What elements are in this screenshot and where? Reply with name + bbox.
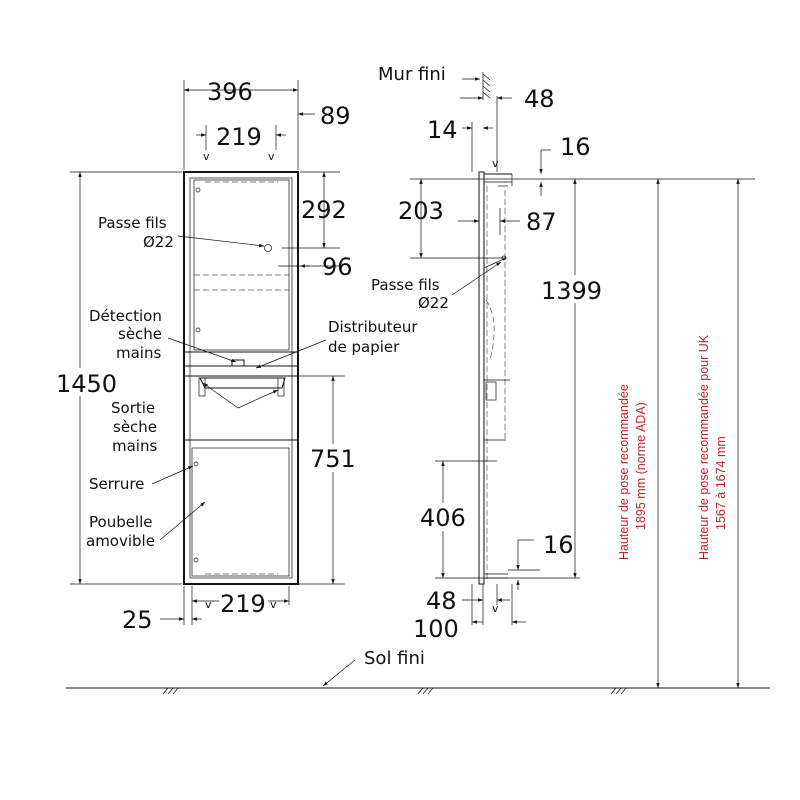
side-view: Mur fini 48 14 v 16 (371, 64, 755, 643)
dim-bottom-offset: 25 (122, 606, 153, 634)
label-finished-wall: Mur fini (378, 64, 446, 85)
label-paper-dispenser: Distributeur (328, 318, 418, 336)
dim-front-depth: 89 (320, 102, 351, 130)
dim-front-inner-width-top: 219 (216, 123, 262, 151)
hand-dryer-sensor (231, 359, 245, 367)
label-dryer-outlet-2: sèche (113, 418, 157, 436)
label-detection-3: mains (116, 344, 161, 362)
v-mark: v (205, 598, 212, 611)
dim-wire-pass-offset: 96 (322, 253, 353, 281)
dim-side-87: 87 (526, 208, 557, 236)
label-dryer-outlet: Sortie (111, 399, 155, 417)
dim-side-100: 100 (413, 615, 459, 643)
wire-pass-hole (264, 244, 272, 252)
dim-wire-pass-height: 292 (301, 196, 347, 224)
dispenser-door (193, 179, 290, 351)
dim-side-16-bottom: 16 (543, 531, 574, 559)
dim-side-203: 203 (398, 197, 444, 225)
finished-floor: Sol fini (66, 648, 770, 695)
front-outer-frame (183, 171, 299, 585)
mounting-heights: Hauteur de pose recommandée 1895 mm (nor… (617, 179, 740, 688)
label-wire-pass-diameter: Ø22 (143, 233, 174, 251)
dim-front-height: 1450 (56, 370, 117, 398)
dim-side-1399: 1399 (541, 277, 602, 305)
label-detection: Détection (89, 307, 162, 325)
label-side-wire-pass: Passe fils (371, 276, 440, 294)
label-dryer-outlet-3: mains (112, 437, 157, 455)
dim-front-inner-width-bottom: 219 (220, 590, 266, 618)
label-finished-floor: Sol fini (364, 648, 425, 669)
v-mark: v (270, 598, 277, 611)
dim-side-48-bottom: 48 (426, 587, 457, 615)
side-flange (478, 171, 485, 585)
dim-lower-height: 751 (310, 445, 356, 473)
uk-height-value: 1567 à 1674 mm (714, 436, 728, 530)
label-side-wire-pass-diameter: Ø22 (418, 294, 449, 312)
side-dryer-outlet (485, 381, 497, 401)
ada-height-value: 1895 mm (norme ADA) (634, 402, 648, 530)
label-lock: Serrure (89, 475, 144, 493)
dim-side-48-top: 48 (524, 85, 555, 113)
waste-bin-door (191, 447, 290, 577)
v-mark: v (492, 602, 499, 615)
ada-height-label: Hauteur de pose recommandée (617, 384, 631, 560)
dim-side-14: 14 (427, 116, 458, 144)
label-detection-2: sèche (118, 325, 162, 343)
label-wire-pass: Passe fils (98, 214, 167, 232)
hand-dryer-outlet (199, 377, 286, 389)
v-mark: v (203, 150, 210, 163)
v-mark: v (268, 150, 275, 163)
front-inner-frame (189, 177, 293, 579)
label-waste-bin: Poubelle (89, 513, 153, 531)
uk-height-label: Hauteur de pose recommandée pour UK (697, 334, 711, 560)
label-waste-bin-2: amovible (86, 532, 155, 550)
dim-front-width: 396 (207, 78, 253, 106)
dim-side-16-top: 16 (560, 133, 591, 161)
front-view: 396 89 219 v v 292 96 1450 751 25 v v 21… (54, 78, 418, 634)
v-mark: v (492, 157, 499, 170)
label-paper-dispenser-2: de papier (328, 338, 400, 356)
lock (193, 461, 199, 467)
dim-side-406: 406 (420, 504, 466, 532)
